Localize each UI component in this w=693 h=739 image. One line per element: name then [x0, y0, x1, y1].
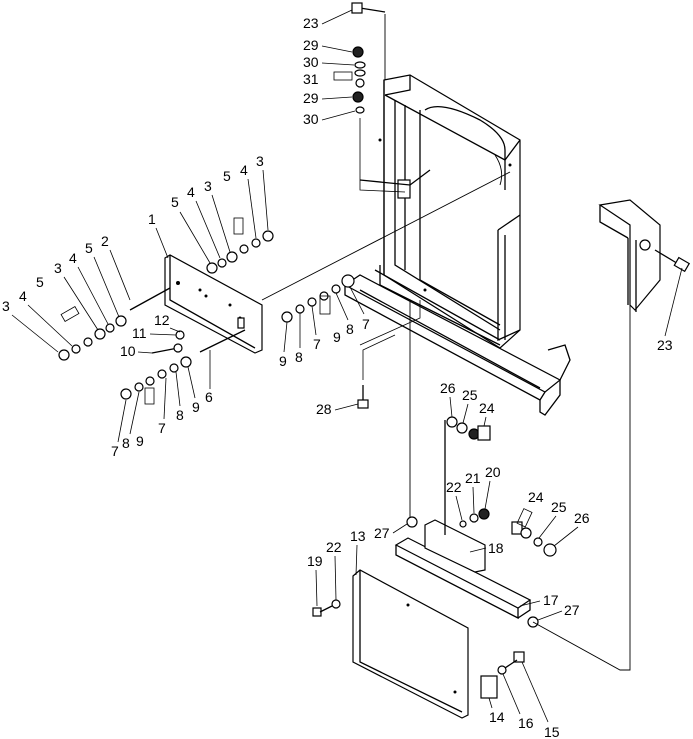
callout-8: 8	[346, 321, 354, 337]
upper-small-hardware	[446, 416, 557, 557]
callout-30: 30	[303, 111, 319, 127]
callout-10: 10	[120, 343, 136, 359]
callout-17: 17	[543, 592, 559, 608]
callout-8: 8	[176, 407, 184, 423]
callout-28: 28	[316, 401, 332, 417]
callout-5: 5	[223, 168, 231, 184]
callout-15: 15	[544, 724, 560, 739]
lower-bracket-18	[394, 300, 532, 620]
callout-5: 5	[171, 194, 179, 210]
callout-4: 4	[187, 184, 195, 200]
callout-29: 29	[303, 37, 319, 53]
top-bolt-stack	[351, 2, 406, 193]
cross-channel-beam	[343, 274, 571, 416]
callout-16: 16	[518, 715, 534, 731]
callout-24: 24	[479, 400, 495, 416]
right-side-bracket	[598, 199, 691, 312]
callout-21: 21	[465, 470, 481, 486]
callout-22: 22	[446, 479, 462, 495]
callout-7: 7	[158, 420, 166, 436]
callout-5: 5	[85, 240, 93, 256]
callout-31: 31	[303, 71, 319, 87]
callout-24: 24	[528, 489, 544, 505]
callout-23: 23	[303, 15, 319, 31]
callout-9: 9	[192, 399, 200, 415]
callout-3: 3	[204, 178, 212, 194]
callout-9: 9	[333, 329, 341, 345]
callout-3: 3	[256, 153, 264, 169]
callout-5: 5	[36, 274, 44, 290]
callout-29: 29	[303, 90, 319, 106]
callout-3: 3	[2, 298, 10, 314]
lower-hardware	[312, 235, 631, 699]
callout-labels: 23 29 30 31 29 30 23 1 2 3 4 5 3 4 5 5 4…	[2, 9, 683, 739]
callout-7: 7	[313, 336, 321, 352]
callout-13: 13	[350, 528, 366, 544]
callout-9: 9	[279, 353, 287, 369]
callout-20: 20	[485, 464, 501, 480]
callout-12: 12	[154, 312, 170, 328]
callout-1: 1	[148, 211, 156, 227]
callout-9: 9	[136, 433, 144, 449]
callout-11: 11	[132, 325, 147, 341]
mounting-plate-1	[164, 254, 263, 354]
callout-4: 4	[19, 288, 27, 304]
callout-26: 26	[574, 510, 590, 526]
lower-rod-hardware	[120, 329, 246, 400]
callout-30: 30	[303, 54, 319, 70]
callout-23: 23	[657, 337, 673, 353]
callout-8: 8	[122, 435, 130, 451]
callout-14: 14	[489, 709, 505, 725]
callout-2: 2	[101, 233, 109, 249]
callout-4: 4	[69, 250, 77, 266]
left-hardware-stack	[58, 171, 511, 361]
callout-22: 22	[326, 539, 342, 555]
callout-7: 7	[111, 443, 119, 459]
callout-26: 26	[440, 380, 456, 396]
callout-6: 6	[205, 389, 213, 405]
callout-7: 7	[362, 316, 370, 332]
bolt-28	[357, 334, 396, 409]
callout-3: 3	[54, 260, 62, 276]
callout-4: 4	[240, 162, 248, 178]
cover-plate-13	[352, 569, 469, 719]
callout-25: 25	[551, 499, 567, 515]
callout-27: 27	[374, 525, 390, 541]
callout-27: 27	[564, 602, 580, 618]
callout-8: 8	[295, 349, 303, 365]
callout-19: 19	[307, 553, 323, 569]
callout-18: 18	[488, 540, 504, 556]
main-frame-housing	[359, 74, 521, 349]
callout-25: 25	[462, 387, 478, 403]
